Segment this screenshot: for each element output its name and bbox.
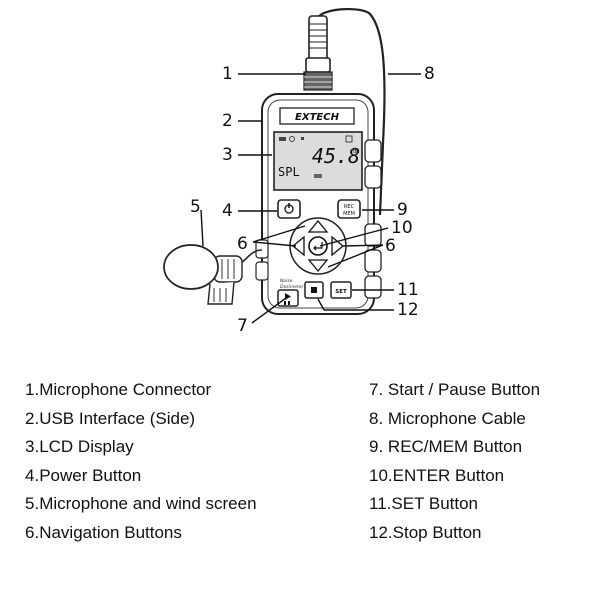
legend-text: Microphone Cable <box>383 408 526 428</box>
callout-1: 1 <box>222 64 233 84</box>
legend-number: 5. <box>25 494 40 514</box>
legend-number: 4. <box>25 465 40 485</box>
microphone-wind-screen <box>163 244 263 305</box>
lcd-display: 45.8 dB SPL <box>273 131 363 191</box>
nav-down-button <box>307 259 329 273</box>
legend-number: 1. <box>25 380 40 399</box>
lcd-mode: SPL <box>278 165 300 179</box>
model-caption-line2: Dosimeter <box>280 284 304 290</box>
brand-logo: EXTECH <box>295 112 340 123</box>
leader-lines <box>200 73 421 324</box>
device-diagram: EXTECH 45.8 dB SPL REC MEM <box>163 8 435 336</box>
callout-9: 9 <box>397 200 408 220</box>
callout-4: 4 <box>222 201 233 221</box>
stop-button <box>304 281 324 299</box>
legend-item: 3.LCD Display <box>25 433 257 462</box>
callout-11: 11 <box>397 280 419 300</box>
legend-number: 2. <box>25 408 40 428</box>
callout-8: 8 <box>424 64 435 84</box>
legend-text: Microphone Connector <box>39 380 212 399</box>
legend-number: 9. <box>369 437 384 457</box>
legend-item: 4.Power Button <box>25 462 257 491</box>
callout-12: 12 <box>397 300 419 320</box>
legend-text: Microphone and wind screen <box>39 494 257 514</box>
legend-item: 2.USB Interface (Side) <box>25 405 257 434</box>
nav-up-button <box>307 219 329 233</box>
legend-number: 7. <box>369 380 384 399</box>
legend-number: 12. <box>369 522 393 542</box>
lcd-reading: 45.8 <box>312 144 360 168</box>
legend-number: 10. <box>369 465 393 485</box>
mem-label: MEM <box>343 211 355 217</box>
legend-text: Start / Pause Button <box>383 380 541 399</box>
rec-mem-button: REC MEM <box>337 199 361 219</box>
callout-10: 10 <box>391 218 413 238</box>
callout-3: 3 <box>222 145 233 165</box>
lcd-unit: dB <box>353 149 360 155</box>
legend-left-column: 1.Microphone Connector 2.USB Interface (… <box>25 376 257 548</box>
enter-icon <box>313 242 323 251</box>
nav-left-button <box>291 235 305 257</box>
callout-2: 2 <box>222 111 233 131</box>
device-illustration: EXTECH 45.8 dB SPL REC MEM <box>163 8 421 324</box>
rec-label: REC <box>344 204 355 210</box>
legend-right-column: 7. Start / Pause Button 8. Microphone Ca… <box>369 376 540 548</box>
legend-text: Stop Button <box>392 522 482 542</box>
legend-item: 1.Microphone Connector <box>25 376 257 405</box>
legend-text: USB Interface (Side) <box>39 408 196 428</box>
start-pause-button <box>277 289 299 307</box>
legend-item: 12.Stop Button <box>369 519 540 548</box>
callout-6-right: 6 <box>385 236 396 256</box>
legend-number: 11. <box>369 494 392 514</box>
set-label: SET <box>335 289 347 295</box>
legend-item: 9. REC/MEM Button <box>369 433 540 462</box>
legend-number: 8. <box>369 408 384 428</box>
callout-5: 5 <box>190 197 201 217</box>
legend-text: LCD Display <box>39 437 134 457</box>
legend-number: 3. <box>25 437 40 457</box>
microphone-connector <box>303 15 333 91</box>
legend-item: 10.ENTER Button <box>369 462 540 491</box>
legend-text: ENTER Button <box>392 465 505 485</box>
legend-text: Navigation Buttons <box>39 522 182 542</box>
callout-6-left: 6 <box>237 234 248 254</box>
legend-item: 7. Start / Pause Button <box>369 376 540 405</box>
set-button: SET <box>330 281 352 299</box>
power-button <box>277 199 301 219</box>
navigation-pad <box>289 217 347 275</box>
enter-button <box>308 236 328 256</box>
legend-text: Power Button <box>39 465 142 485</box>
legend-item: 5.Microphone and wind screen <box>25 490 257 519</box>
device-body <box>255 93 382 315</box>
legend-text: REC/MEM Button <box>383 437 523 457</box>
microphone-cable <box>316 8 386 216</box>
callout-7: 7 <box>237 316 248 336</box>
legend-text: SET Button <box>391 494 479 514</box>
legend-number: 6. <box>25 522 40 542</box>
legend-item: 8. Microphone Cable <box>369 405 540 434</box>
legend-item: 11.SET Button <box>369 490 540 519</box>
model-caption-line1: Noise <box>280 278 293 284</box>
legend-item: 6.Navigation Buttons <box>25 519 257 548</box>
